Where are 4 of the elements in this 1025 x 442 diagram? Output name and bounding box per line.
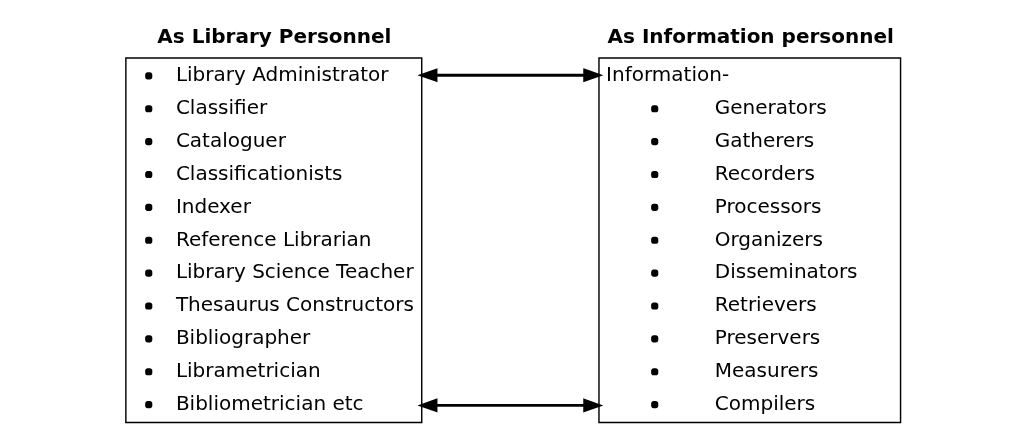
node-label: As Library Personnel	[157, 23, 392, 48]
arrow	[417, 68, 604, 83]
node-label: As Information personnel	[607, 23, 894, 48]
arrow	[417, 398, 604, 413]
